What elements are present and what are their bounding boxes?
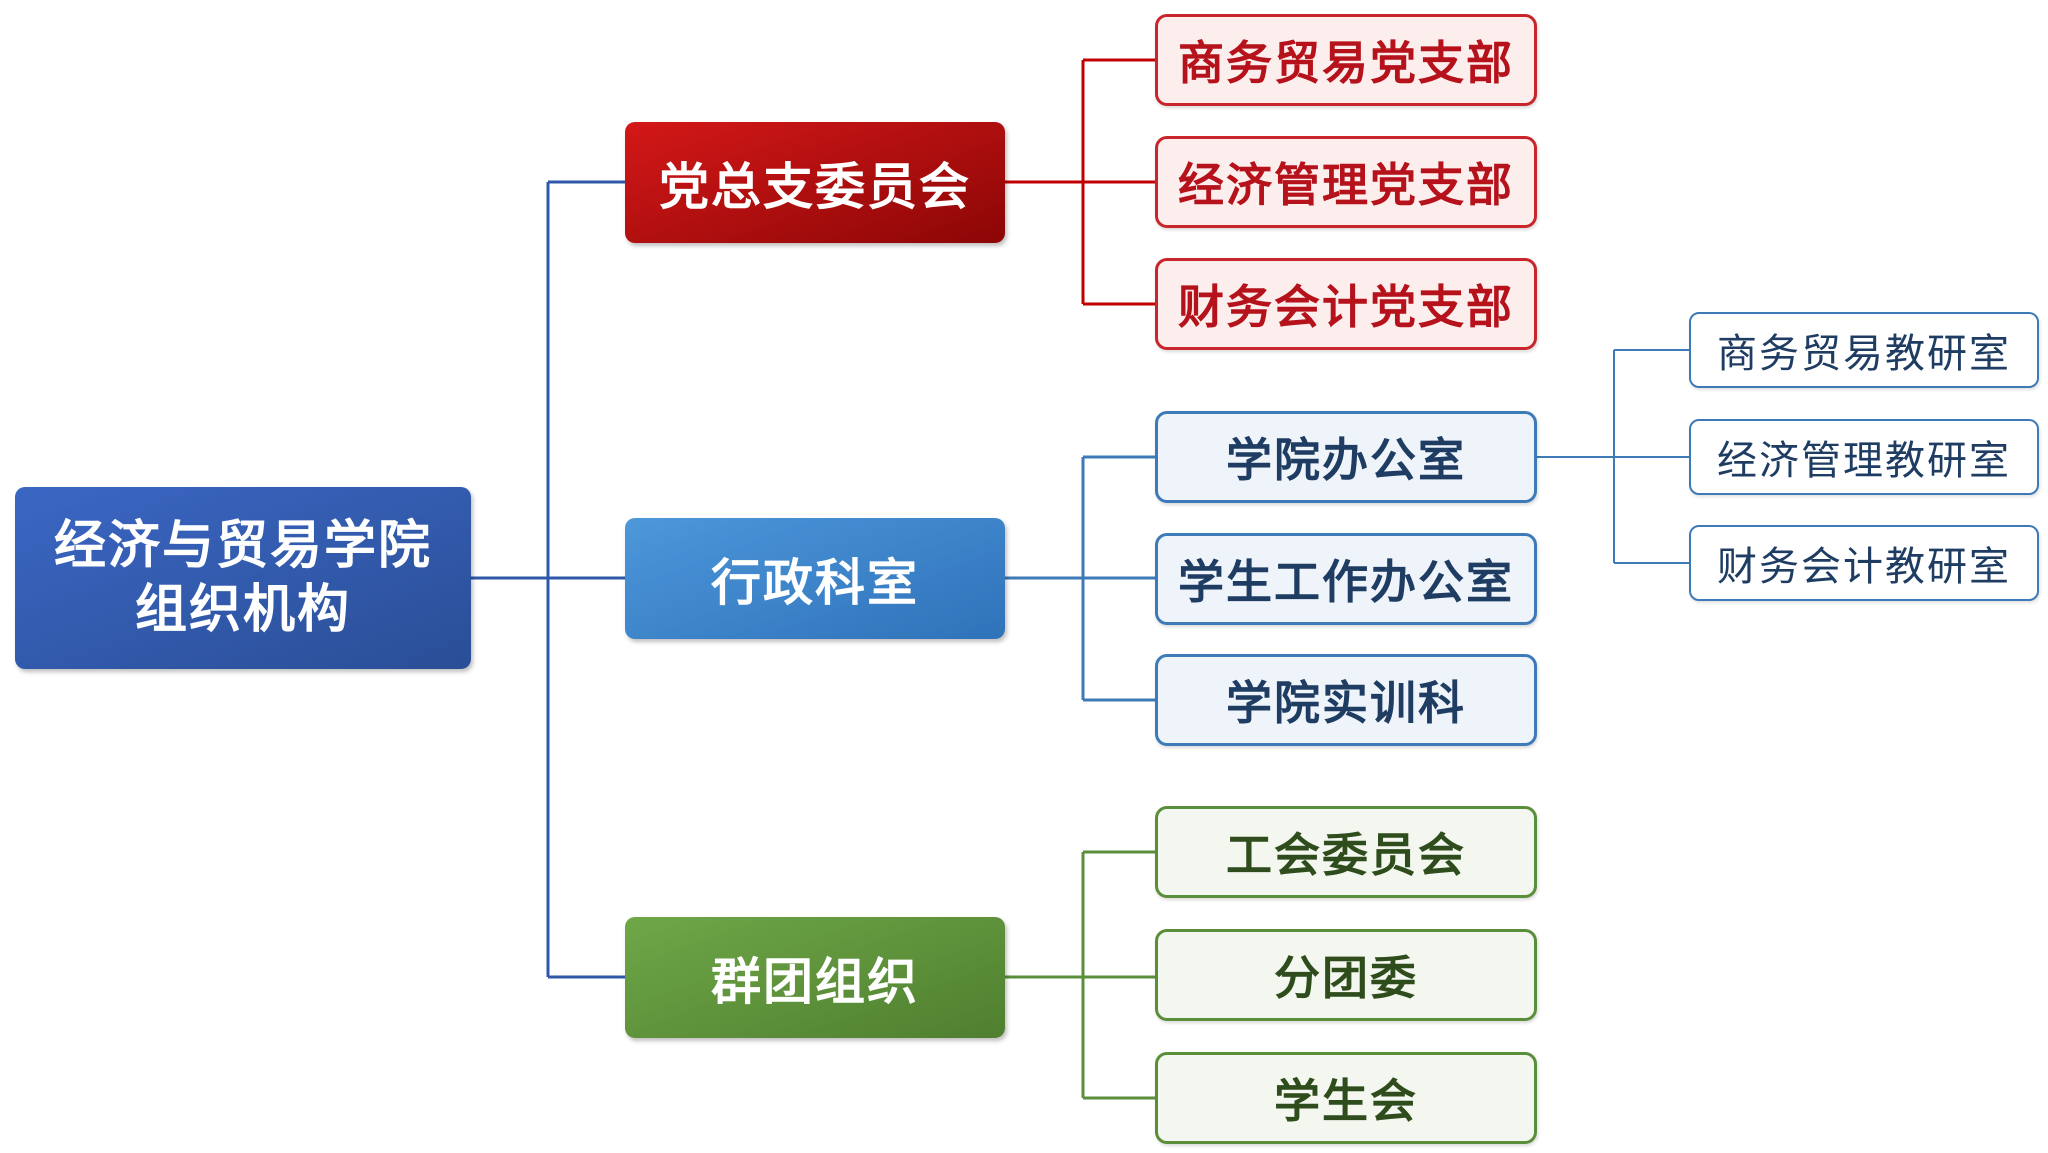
office-connectors (1537, 349, 1689, 564)
admin-connectors (1005, 455, 1155, 702)
node-admin-offices: 行政科室 (625, 518, 1005, 639)
node-party-branch-economics: 经济管理党支部 (1155, 136, 1537, 228)
node-economics-teaching-office: 经济管理教研室 (1689, 419, 2039, 495)
node-party-committee: 党总支委员会 (625, 122, 1005, 243)
node-training-section: 学院实训科 (1155, 654, 1537, 746)
node-mass-organizations: 群团组织 (625, 917, 1005, 1038)
node-labor-union: 工会委员会 (1155, 806, 1537, 898)
mass-connectors (1005, 850, 1155, 1100)
root-connectors (471, 180, 625, 979)
node-youth-league: 分团委 (1155, 929, 1537, 1021)
node-student-affairs-office: 学生工作办公室 (1155, 533, 1537, 625)
node-college-office: 学院办公室 (1155, 411, 1537, 503)
node-trade-teaching-office: 商务贸易教研室 (1689, 312, 2039, 388)
node-party-branch-accounting: 财务会计党支部 (1155, 258, 1537, 350)
party-connectors (1005, 58, 1155, 306)
root-title-line2: 组织机构 (134, 580, 351, 640)
root-node: 经济与贸易学院 组织机构 (15, 487, 471, 669)
node-party-branch-trade: 商务贸易党支部 (1155, 14, 1537, 106)
node-accounting-teaching-office: 财务会计教研室 (1689, 525, 2039, 601)
node-student-union: 学生会 (1155, 1052, 1537, 1144)
root-title-line1: 经济与贸易学院 (53, 516, 432, 576)
